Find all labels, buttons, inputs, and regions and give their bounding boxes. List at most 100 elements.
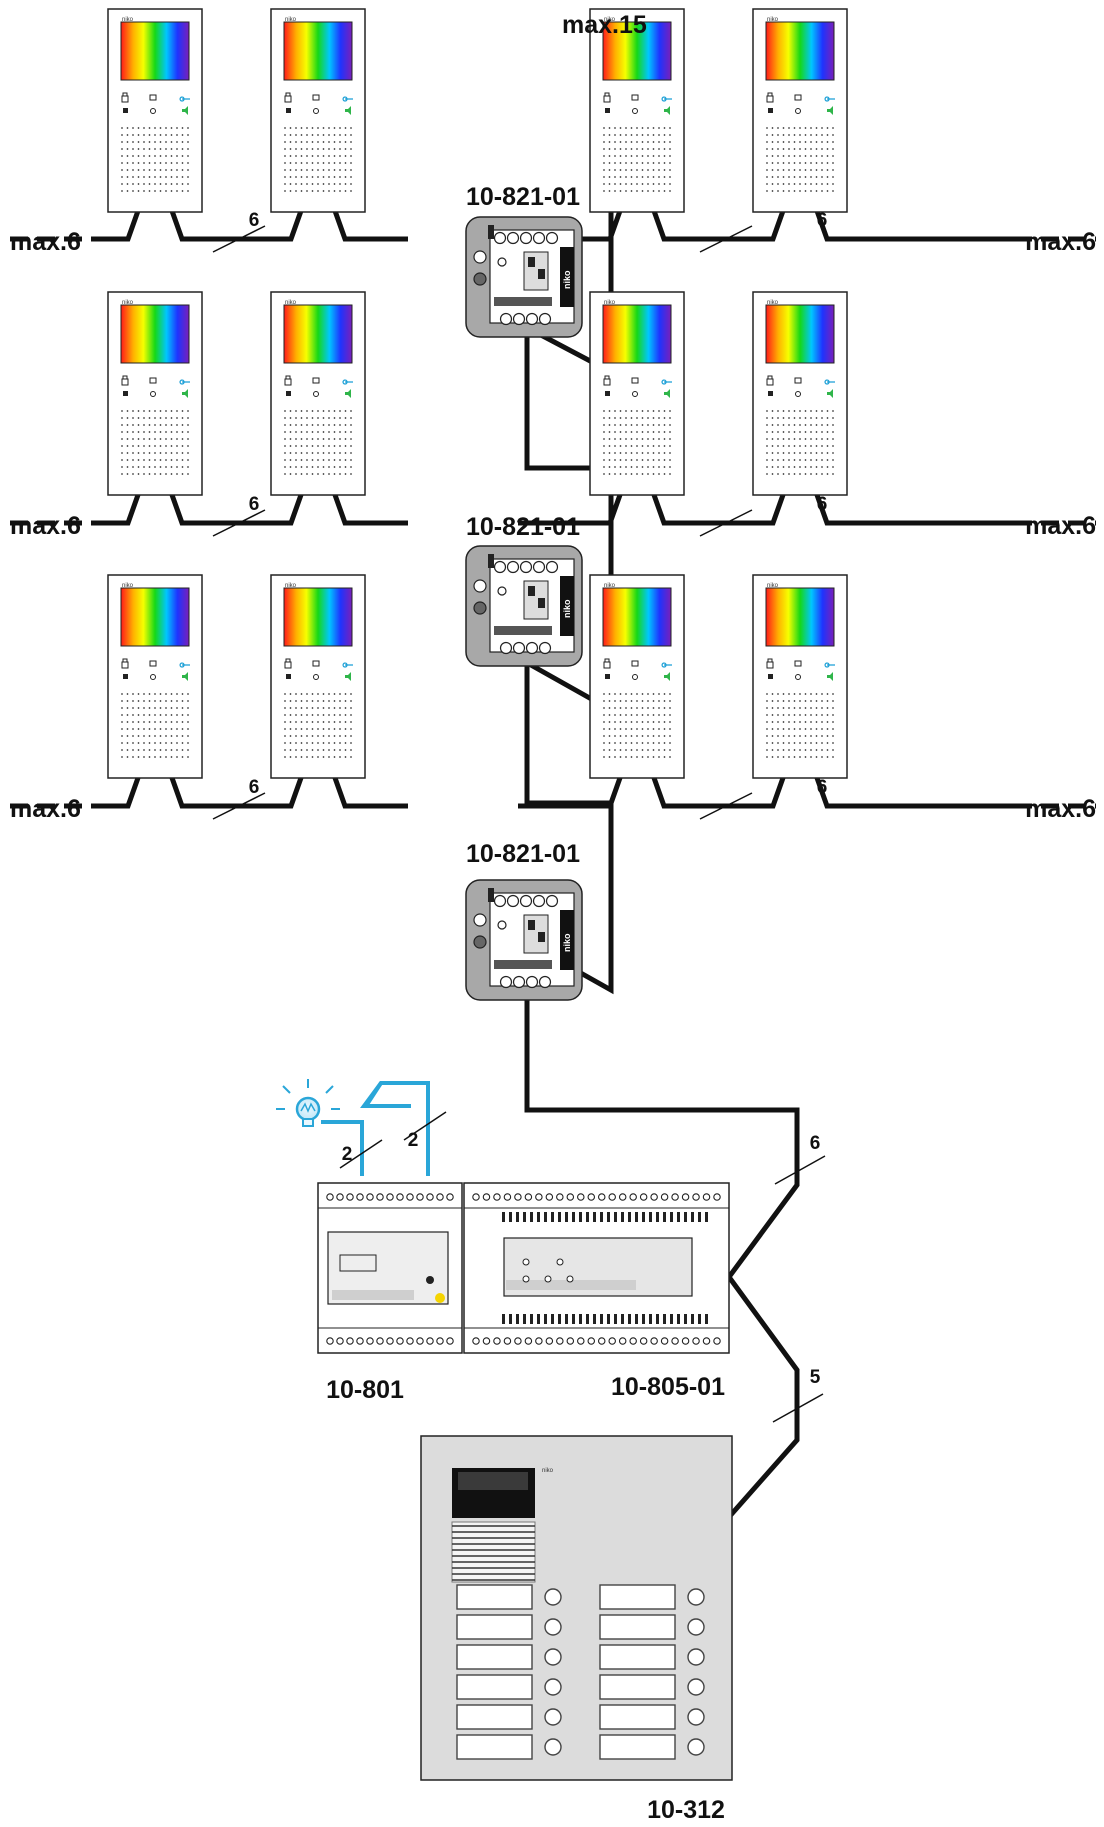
speaker-icon — [345, 106, 351, 115]
call-button[interactable] — [687, 1618, 705, 1636]
max-monitors-label-left: max.6 — [10, 795, 81, 823]
wire-count-label: 6 — [817, 210, 828, 231]
call-button[interactable] — [687, 1588, 705, 1606]
distributor-label: 10-821-01 — [466, 513, 580, 541]
camera-icon — [631, 660, 639, 667]
button-dot — [313, 674, 319, 680]
wire-count-tick — [774, 1155, 826, 1185]
speaker-icon — [345, 672, 351, 681]
key-icon — [661, 96, 672, 102]
screw-terminal — [493, 231, 507, 245]
camera-icon — [631, 94, 639, 101]
wire-count-tick — [212, 225, 266, 253]
distributor-label: 10-821-01 — [466, 183, 580, 211]
adjust-knob — [473, 272, 487, 286]
wire-count-label: 6 — [817, 494, 828, 515]
key-icon — [179, 379, 190, 385]
color-display-icon — [765, 304, 835, 364]
control-unit — [463, 1182, 730, 1354]
camera-icon — [631, 377, 639, 384]
call-button[interactable] — [687, 1738, 705, 1756]
color-display-icon — [765, 21, 835, 81]
monitor-brand: niko — [604, 583, 616, 589]
name-card — [599, 1614, 676, 1640]
status-led — [473, 250, 487, 264]
button-dot — [632, 674, 638, 680]
wire-count-label: 5 — [810, 1367, 821, 1388]
color-display-icon — [602, 304, 672, 364]
name-card — [456, 1704, 533, 1730]
screw-terminal — [519, 560, 533, 574]
key-icon — [824, 96, 835, 102]
call-button[interactable] — [544, 1648, 562, 1666]
door-lock-icon — [121, 375, 129, 386]
screw-terminal — [506, 231, 520, 245]
wire-count-label: 6 — [249, 777, 260, 798]
speaker-icon — [664, 106, 670, 115]
camera-icon — [794, 94, 802, 101]
screw-terminal — [525, 975, 539, 989]
screw-terminal — [512, 312, 526, 326]
call-button[interactable] — [544, 1678, 562, 1696]
screw-terminal — [532, 560, 546, 574]
monitor-bus-row — [10, 439, 1096, 537]
name-card — [456, 1674, 533, 1700]
max-monitors-label-right: max.6 — [1025, 795, 1096, 823]
call-button[interactable] — [544, 1708, 562, 1726]
screw-terminal — [538, 641, 552, 655]
wire-count-label: 6 — [817, 777, 828, 798]
brightness-icon — [497, 586, 507, 596]
video-monitor: niko — [589, 291, 685, 496]
distributor-module: niko — [465, 216, 583, 338]
screw-terminal — [493, 560, 507, 574]
call-button[interactable] — [544, 1618, 562, 1636]
video-monitor: niko — [270, 8, 366, 213]
right-monitor-cable — [518, 439, 1014, 526]
brightness-icon — [497, 257, 507, 267]
monitor-brand: niko — [285, 17, 297, 23]
color-display-icon — [283, 21, 353, 81]
max-monitors-label-right: max.6 — [1025, 228, 1096, 256]
screw-terminal — [499, 641, 513, 655]
key-icon — [661, 662, 672, 668]
call-button[interactable] — [687, 1708, 705, 1726]
call-button[interactable] — [687, 1648, 705, 1666]
outdoor-panel-label: 10-312 — [647, 1796, 725, 1824]
button-dot — [632, 108, 638, 114]
button-dot — [795, 674, 801, 680]
name-card — [599, 1584, 676, 1610]
button-dot — [795, 391, 801, 397]
screw-terminal — [538, 312, 552, 326]
speaker-icon — [827, 672, 833, 681]
call-button[interactable] — [544, 1588, 562, 1606]
call-button[interactable] — [544, 1738, 562, 1756]
riser-to-panel-cable — [524, 898, 800, 1519]
monitor-brand: niko — [767, 583, 779, 589]
monitor-brand: niko — [285, 583, 297, 589]
video-monitor: niko — [270, 291, 366, 496]
outdoor-panel: niko — [420, 1435, 733, 1781]
speaker-icon — [182, 389, 188, 398]
button-dot — [150, 674, 156, 680]
screw-terminal — [532, 894, 546, 908]
screw-terminal — [506, 560, 520, 574]
door-lock-icon — [603, 658, 611, 669]
video-monitor: niko — [107, 574, 203, 779]
door-lock-icon — [603, 375, 611, 386]
button-dot — [150, 391, 156, 397]
screw-terminal — [519, 894, 533, 908]
color-display-icon — [120, 304, 190, 364]
speaker-icon — [664, 672, 670, 681]
door-lock-icon — [284, 92, 292, 103]
call-button[interactable] — [687, 1678, 705, 1696]
wire-count-label: 6 — [810, 1133, 821, 1154]
brand-mark: niko — [562, 270, 572, 289]
status-led — [473, 579, 487, 593]
wire-count-tick — [212, 792, 266, 820]
button-dot — [123, 674, 128, 679]
screw-terminal — [545, 894, 559, 908]
din-rail-layer — [317, 1182, 730, 1354]
screw-terminal — [512, 641, 526, 655]
